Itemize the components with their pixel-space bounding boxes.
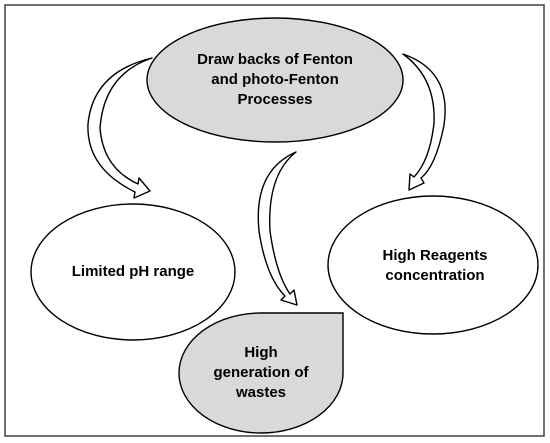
ph-node-label: Limited pH range (38, 262, 228, 282)
wastes-line-3: wastes (235, 384, 287, 401)
reagents-line-1: High Reagents (382, 247, 488, 264)
title-line-3: Processes (237, 91, 313, 108)
arrow-to-ph-range (87, 57, 153, 199)
wastes-node-shape (178, 312, 344, 434)
reagents-node-shape (327, 195, 539, 335)
title-node-shape (146, 17, 404, 143)
wastes-line-1: High (244, 344, 278, 361)
reagents-node-label: High Reagents concentration (340, 246, 530, 286)
title-line-1: Draw backs of Fenton (197, 51, 353, 68)
wastes-node-label: High generation of wastes (186, 343, 336, 403)
ph-line-1: Limited pH range (71, 263, 195, 280)
title-node-label: Draw backs of Fenton and photo-Fenton Pr… (150, 50, 400, 110)
reagents-line-2: concentration (385, 267, 485, 284)
arrow-to-wastes (257, 151, 298, 306)
wastes-line-2: generation of (213, 364, 309, 381)
ph-node-shape (30, 203, 236, 341)
arrow-to-reagents (402, 53, 446, 191)
title-line-2: and photo-Fenton (211, 71, 339, 88)
